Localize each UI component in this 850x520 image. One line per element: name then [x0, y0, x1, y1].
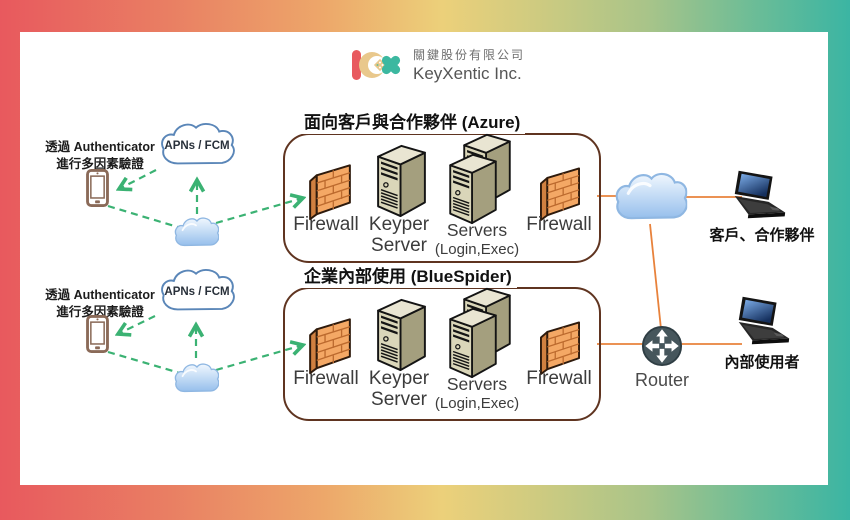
- company-name-zh: 關鍵股份有限公司: [413, 48, 526, 62]
- apns-fcm-label-1: APNs / FCM: [164, 140, 230, 152]
- mfa-note-1-line1: 透過 Authenticator: [45, 140, 155, 154]
- logo-text: 關鍵股份有限公司 KeyXentic Inc.: [413, 46, 525, 84]
- keyper-server-icon-zone1: [374, 142, 429, 218]
- servers-sublabel-zone1: (Login,Exec): [434, 241, 520, 258]
- mfa-note-2: 透過 Authenticator 進行多因素驗證: [38, 287, 162, 320]
- external-users-label: 客戶、合作夥伴: [709, 227, 815, 244]
- keyper-server-label-zone1: Keyper Server: [368, 214, 430, 256]
- apns-fcm-label-2: APNs / FCM: [164, 286, 230, 298]
- diagram-canvas: [20, 32, 828, 485]
- mfa-note-1: 透過 Authenticator 進行多因素驗證: [38, 139, 162, 172]
- firewall-icon-zone1-left: [306, 161, 354, 221]
- mfa-note-1-line2: 進行多因素驗證: [56, 156, 144, 171]
- network-cloud-icon-2: [173, 358, 219, 400]
- internet-cloud-icon: [615, 172, 688, 220]
- servers-sublabel-zone2: (Login,Exec): [434, 395, 520, 412]
- firewall-label-zone1-right: Firewall: [526, 214, 592, 235]
- zone-azure-box: [283, 133, 601, 263]
- firewall-label-zone2-right: Firewall: [526, 368, 592, 389]
- smartphone-icon-1: [86, 169, 109, 207]
- external-laptop-icon: [727, 169, 791, 223]
- zone-azure-title: 面向客戶與合作夥伴 (Azure): [299, 112, 526, 134]
- servers-label-zone1: Servers: [446, 220, 508, 240]
- firewall-label-zone2-left: Firewall: [293, 368, 359, 389]
- servers-icon-zone2: [449, 287, 511, 379]
- firewall-icon-zone2-left: [306, 315, 354, 375]
- servers-label-zone2: Servers: [446, 374, 508, 394]
- internal-laptop-icon: [731, 295, 795, 349]
- keyxentic-logo-icon: [350, 42, 404, 88]
- keyper-server-label-zone2: Keyper Server: [368, 368, 430, 410]
- company-name-en: KeyXentic Inc.: [413, 64, 522, 83]
- servers-icon-zone1: [449, 133, 511, 225]
- company-logo: 關鍵股份有限公司 KeyXentic Inc.: [350, 42, 525, 88]
- zone-bluespider-title: 企業內部使用 (BlueSpider): [299, 266, 517, 288]
- network-cloud-icon-1: [173, 212, 219, 254]
- internal-users-label: 內部使用者: [724, 354, 800, 371]
- zone-bluespider-box: [283, 287, 601, 421]
- mfa-note-2-line2: 進行多因素驗證: [56, 304, 144, 319]
- mfa-note-2-line1: 透過 Authenticator: [45, 288, 155, 302]
- keyper-server-icon-zone2: [374, 296, 429, 372]
- router-icon: [641, 325, 683, 367]
- router-label: Router: [634, 370, 690, 390]
- smartphone-icon-2: [86, 315, 109, 353]
- firewall-label-zone1-left: Firewall: [293, 214, 359, 235]
